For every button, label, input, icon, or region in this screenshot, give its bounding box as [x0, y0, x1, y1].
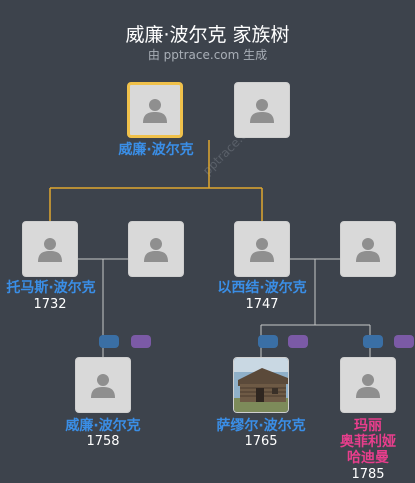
tag-badge[interactable]: [288, 335, 308, 348]
person-year-child1: 1732: [33, 297, 67, 312]
person-silhouette-icon: [250, 99, 274, 123]
person-silhouette-icon: [143, 99, 167, 123]
person-name-gc1[interactable]: 威廉·波尔克: [65, 418, 141, 434]
page-subtitle: 由 pptrace.com 生成: [147, 48, 268, 62]
person-year-child2: 1747: [245, 297, 279, 312]
person-name-child2[interactable]: 以西结·波尔克: [217, 280, 307, 296]
page-title: 威廉·波尔克 家族树: [125, 24, 290, 46]
person-card-root-spouse[interactable]: [234, 82, 290, 138]
person-card-child1[interactable]: [22, 221, 78, 277]
log-cabin-photo: [234, 358, 288, 412]
person-silhouette-icon: [356, 238, 380, 262]
person-silhouette-icon: [38, 238, 62, 262]
person-card-gc1[interactable]: [75, 357, 131, 413]
person-card-child2[interactable]: [234, 221, 290, 277]
tag-badge[interactable]: [258, 335, 278, 348]
person-year-gc1: 1758: [86, 434, 120, 449]
person-photo-gc2[interactable]: [233, 357, 289, 413]
person-card-root[interactable]: [127, 82, 183, 138]
person-silhouette-icon: [144, 238, 168, 262]
person-silhouette-icon: [250, 238, 274, 262]
person-name-gc3[interactable]: 玛丽 奥菲利娅 哈迪曼: [318, 418, 415, 466]
person-name-child1[interactable]: 托马斯·波尔克: [6, 280, 96, 296]
person-card-gc3[interactable]: [340, 357, 396, 413]
person-silhouette-icon: [356, 374, 380, 398]
person-year-gc3: 1785: [351, 467, 385, 482]
person-name-root[interactable]: 威廉·波尔克: [118, 142, 194, 158]
person-name-gc2[interactable]: 萨缪尔·波尔克: [216, 418, 306, 434]
person-silhouette-icon: [91, 374, 115, 398]
person-year-gc2: 1765: [244, 434, 278, 449]
person-card-child2-spouse[interactable]: [340, 221, 396, 277]
tag-badge[interactable]: [99, 335, 119, 348]
person-card-child1-spouse[interactable]: [128, 221, 184, 277]
person-name-gc3-line1: 玛丽: [354, 418, 382, 434]
tag-badge[interactable]: [394, 335, 414, 348]
person-name-gc3-line3: 哈迪曼: [347, 450, 389, 466]
tag-badge[interactable]: [363, 335, 383, 348]
person-name-gc3-line2: 奥菲利娅: [340, 434, 396, 450]
tag-badge[interactable]: [131, 335, 151, 348]
